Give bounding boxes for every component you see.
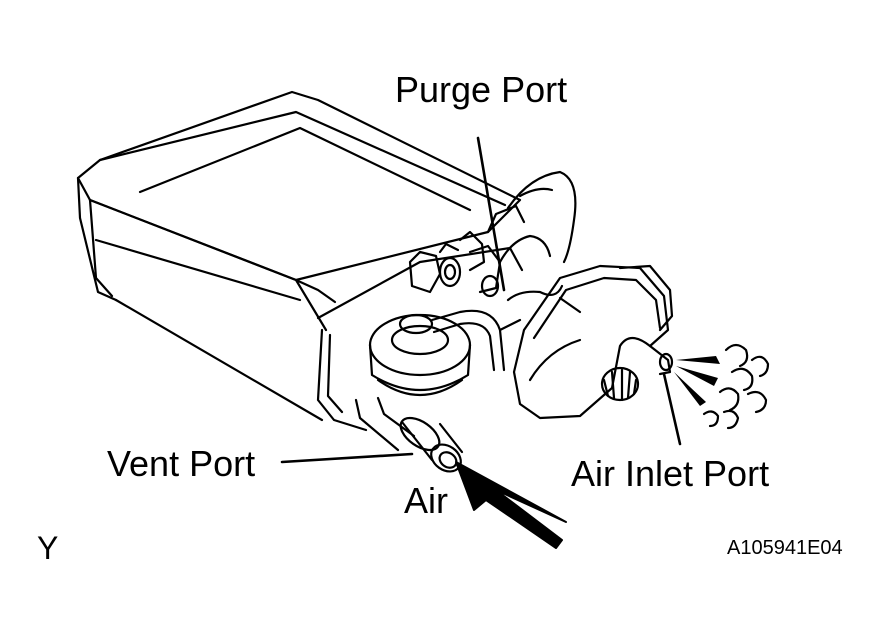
hand [498, 170, 577, 332]
figure-code: A105941E04 [727, 537, 843, 559]
purge-port-label: Purge Port [395, 69, 568, 110]
vent-port-leader [280, 452, 414, 464]
vent-port-tube [354, 396, 464, 473]
purge-port-leader [476, 136, 506, 292]
air-puffs [674, 343, 770, 430]
canister-body [76, 90, 526, 432]
air-inlet-port-label: Air Inlet Port [571, 453, 770, 494]
corner-mark: Y [37, 530, 59, 566]
vent-port-label: Vent Port [107, 443, 256, 484]
air-label: Air [404, 480, 448, 521]
air-flow-arrow [455, 461, 567, 549]
purge-valve [368, 309, 506, 397]
air-inlet-port-leader [662, 372, 682, 446]
mounting-bracket [408, 244, 502, 298]
air-inlet-unit [512, 264, 674, 420]
leader-lines [280, 136, 682, 464]
